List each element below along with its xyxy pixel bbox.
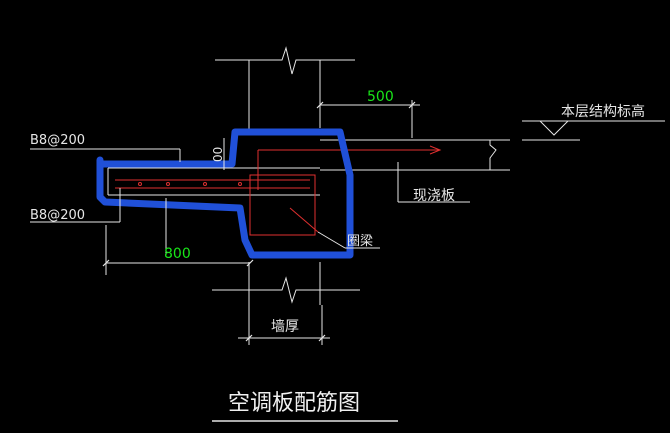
ring-beam-label: 圈梁 <box>347 234 373 249</box>
drawing-title: 空调板配筋图 <box>228 391 360 416</box>
dimension-ticks <box>102 101 416 342</box>
rebar-top-label: B8@200 <box>30 133 85 148</box>
wall-lines <box>107 46 510 305</box>
dimension-lines <box>30 100 665 345</box>
dimension-500: 500 <box>367 89 394 105</box>
dimension-00: 00 <box>211 147 225 162</box>
cast-slab-label: 现浇板 <box>413 188 455 204</box>
wall-thickness-label: 墙厚 <box>271 319 299 335</box>
highlight-outline <box>96 128 354 259</box>
rebar <box>115 145 442 236</box>
rebar-bottom-label: B8@200 <box>30 208 85 223</box>
floor-elevation-label: 本层结构标高 <box>561 103 645 120</box>
dimension-800: 800 <box>164 246 191 262</box>
